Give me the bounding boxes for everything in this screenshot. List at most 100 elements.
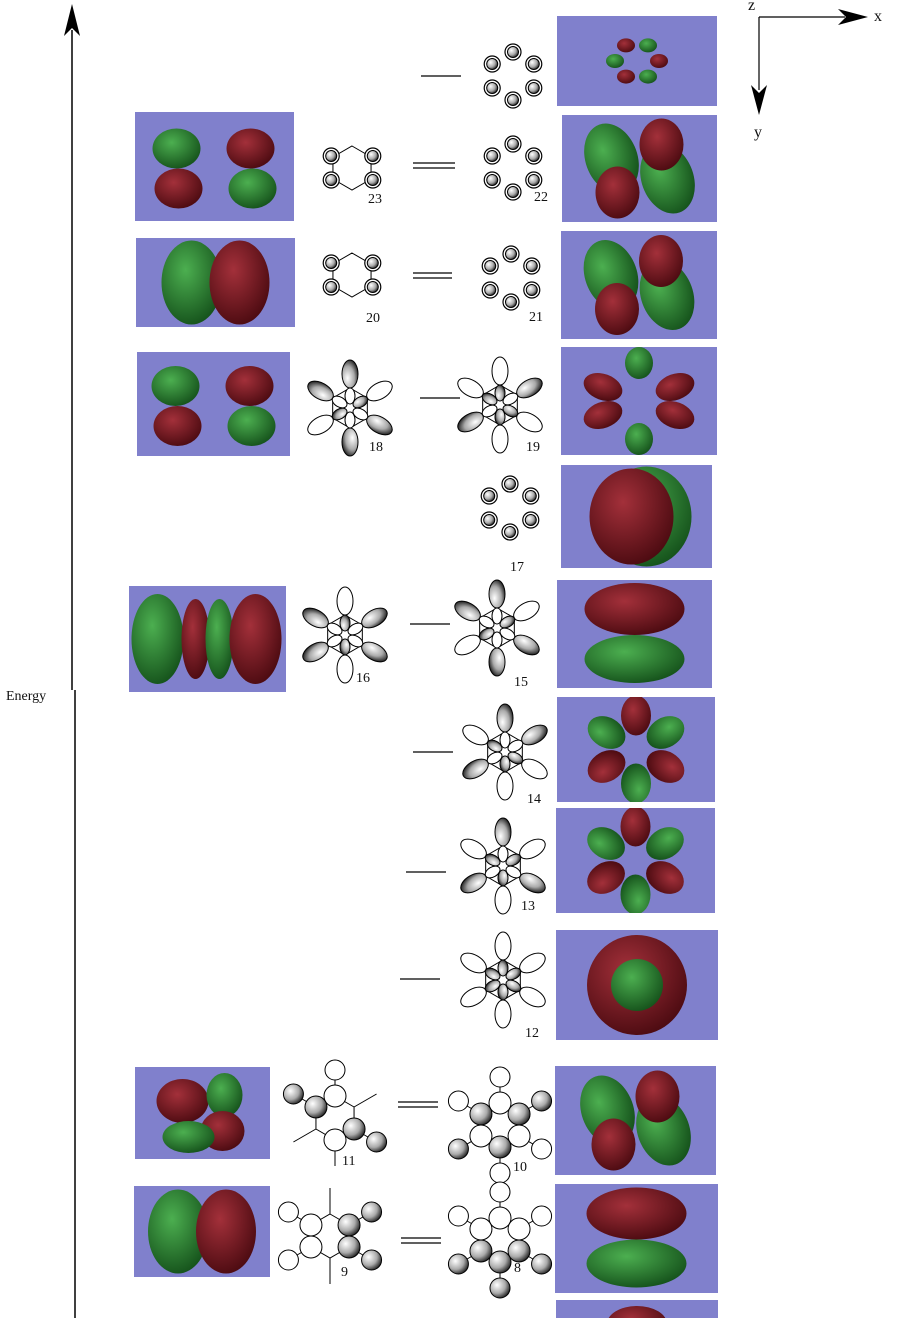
negative-lobe — [639, 118, 684, 171]
negative-lobe — [608, 1306, 666, 1318]
orbital-schematic — [460, 817, 546, 915]
degenerate-energy-level — [413, 162, 455, 169]
negative-lobe — [586, 1187, 687, 1240]
negative-lobe — [583, 400, 623, 430]
positive-lobe — [625, 347, 653, 379]
orbital-schematic — [277, 1188, 383, 1284]
orbital-isosurface-image — [556, 808, 715, 913]
orbital-number-label: 23 — [368, 192, 382, 207]
negative-lobe — [620, 808, 651, 847]
orbital-number-label: 10 — [513, 1160, 527, 1175]
energy-axis-label: Energy — [6, 689, 47, 704]
orbital-number-label: 22 — [534, 190, 548, 205]
z-axis-label: z — [748, 0, 756, 14]
orbital-schematic — [307, 359, 393, 457]
orbital-schematics — [277, 43, 553, 1299]
degenerate-energy-level — [413, 272, 452, 279]
positive-lobe — [639, 69, 657, 84]
negative-lobe — [595, 283, 639, 335]
positive-lobe — [161, 240, 222, 325]
negative-lobe — [226, 128, 275, 169]
orbital-number-label: 15 — [514, 675, 528, 690]
orbital-number-label: 8 — [514, 1261, 521, 1276]
orbital-schematic — [483, 135, 543, 201]
orbital-schematic — [322, 252, 382, 298]
negative-lobe — [225, 366, 274, 406]
positive-lobe — [587, 716, 626, 749]
orbital-schematic — [302, 586, 388, 684]
orbital-isosurface-image — [555, 1184, 718, 1293]
orbital-schematic — [447, 1066, 553, 1184]
negative-lobe — [181, 599, 210, 679]
negative-lobe — [154, 168, 203, 209]
negative-lobe — [650, 54, 668, 68]
positive-lobe — [646, 716, 685, 749]
negative-lobe — [156, 1079, 209, 1123]
orbital-isosurface-image — [556, 930, 718, 1040]
orbital-isosurface-image — [557, 16, 717, 106]
positive-lobe — [586, 1239, 687, 1288]
orbital-isosurface-image — [135, 112, 294, 221]
orbital-schematic — [480, 475, 540, 541]
positive-lobe — [625, 423, 653, 455]
negative-lobe — [595, 166, 640, 219]
orbital-number-label: 11 — [342, 1154, 356, 1169]
negative-lobe — [617, 38, 635, 53]
x-arrowhead-icon — [838, 9, 868, 25]
y-arrowhead-icon — [751, 85, 767, 115]
orbital-isosurface-image — [134, 1186, 270, 1277]
orbital-schematic — [457, 356, 543, 454]
orbital-isosurface-image — [135, 1067, 270, 1159]
negative-lobe — [655, 372, 695, 402]
degenerate-energy-level — [398, 1101, 438, 1108]
positive-lobe — [227, 406, 276, 446]
positive-lobe — [148, 1189, 208, 1274]
orbital-number-label: 19 — [526, 440, 540, 455]
orbital-number-label: 17 — [510, 560, 524, 575]
orbital-schematic — [483, 43, 543, 109]
orbital-number-label: 16 — [356, 671, 370, 686]
energy-arrowhead-icon — [64, 4, 80, 36]
orbital-isosurface-image — [557, 697, 715, 802]
orbital-number-label: 20 — [366, 311, 380, 326]
orbital-isosurface-image — [555, 1066, 716, 1175]
positive-lobe — [206, 1073, 243, 1117]
negative-lobe — [584, 583, 685, 635]
positive-lobe — [611, 959, 663, 1011]
orbital-number-label: 12 — [525, 1026, 539, 1041]
positive-lobe — [152, 128, 201, 169]
negative-lobe — [646, 861, 684, 894]
energy-levels — [398, 75, 461, 1244]
negative-lobe — [639, 235, 683, 287]
orbital-schematic — [322, 145, 382, 191]
orbital-schematic — [282, 1059, 388, 1166]
negative-lobe — [589, 468, 674, 565]
orbital-isosurface-image — [562, 115, 717, 222]
negative-lobe — [655, 400, 695, 430]
orbital-isosurface-image — [561, 347, 717, 455]
negative-lobe — [583, 372, 623, 402]
orbital-schematic — [462, 703, 548, 801]
positive-lobe — [621, 763, 651, 802]
orbital-isosurface-image — [129, 586, 286, 692]
y-axis-label: y — [754, 124, 762, 141]
negative-lobe — [591, 1118, 636, 1171]
positive-lobe — [131, 594, 184, 684]
orbital-isosurface-image — [561, 465, 712, 568]
energy-axis — [64, 4, 80, 1318]
orbital-schematic — [460, 931, 546, 1029]
negative-lobe — [196, 1189, 256, 1274]
orbital-number-label: 21 — [529, 310, 543, 325]
orbital-isosurface-image — [556, 1300, 718, 1318]
orbital-isosurface-image — [557, 580, 712, 688]
orbital-schematic — [447, 1181, 553, 1299]
negative-lobe — [621, 697, 651, 736]
orbital-isosurface-image — [561, 231, 717, 339]
negative-lobe — [229, 594, 282, 684]
negative-lobe — [153, 406, 202, 446]
negative-lobe — [617, 69, 635, 84]
positive-lobe — [587, 827, 625, 860]
orbital-number-label: 9 — [341, 1265, 348, 1280]
orbital-number-label: 13 — [521, 899, 535, 914]
orbital-isosurface-image — [137, 352, 290, 456]
